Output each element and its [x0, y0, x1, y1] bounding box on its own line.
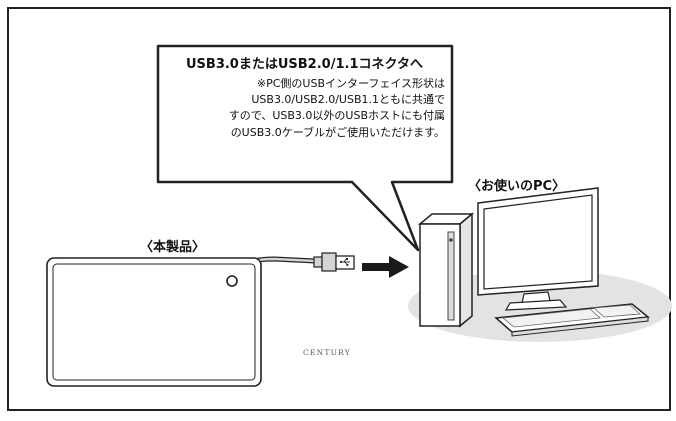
product-enclosure — [46, 257, 262, 387]
callout-note-line: USB3.0/USB2.0/USB1.1ともに共通で — [251, 93, 445, 107]
outer-frame — [7, 7, 671, 411]
monitor-icon — [477, 187, 599, 311]
desktop-tower-icon — [417, 212, 475, 328]
pc-label: 〈お使いのPC〉 — [468, 179, 566, 194]
callout-title: USB3.0またはUSB2.0/1.1コネクタへ — [186, 57, 423, 72]
product-label: 〈本製品〉 — [140, 240, 206, 255]
callout-note-line: のUSB3.0ケーブルがご使用いただけます。 — [230, 125, 445, 139]
callout-note: ※PC側のUSBインターフェイス形状は USB3.0/USB2.0/USB1.1… — [170, 76, 445, 141]
brand-logo-text: CENTURY — [303, 348, 351, 357]
usb-plug-icon — [313, 252, 355, 272]
callout-note-line: ※PC側のUSBインターフェイス形状は — [256, 77, 445, 90]
arrow-right-icon — [362, 256, 409, 278]
usb-symbol-icon — [339, 258, 350, 266]
keyboard-icon — [494, 303, 650, 337]
callout-bubble — [156, 44, 454, 252]
power-led-icon — [226, 275, 238, 287]
callout-note-line: すので、USB3.0以外のUSBホストにも付属 — [228, 109, 445, 123]
